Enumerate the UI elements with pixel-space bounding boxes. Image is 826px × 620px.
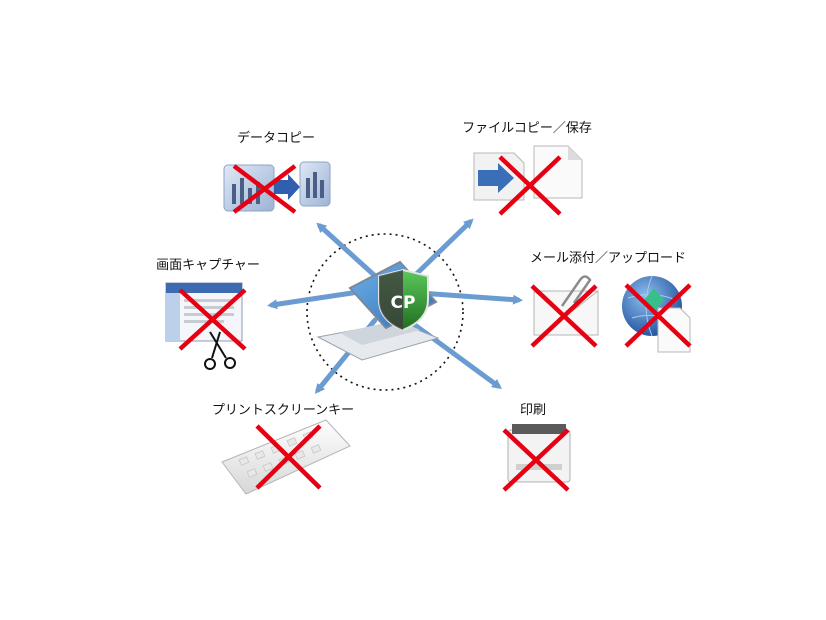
label-print-screen: プリントスクリーンキー — [212, 403, 354, 418]
cross-icon-print-screen — [255, 424, 322, 490]
label-screen-capture: 画面キャプチャー — [156, 258, 260, 273]
mail-attachment-icon — [533, 275, 599, 336]
scissors-icon — [204, 331, 236, 370]
arrow-print — [405, 317, 503, 389]
cross-icon-file-copy — [498, 155, 562, 216]
cross-icon-print — [502, 428, 570, 492]
file-save-icon — [473, 145, 583, 201]
blocked-crosses — [178, 155, 692, 492]
label-mail-upload: メール添付／アップロード — [530, 251, 686, 266]
boundary-circle — [306, 233, 464, 391]
cross-icon-screen-capture — [178, 288, 247, 351]
cross-icon-upload — [624, 283, 692, 348]
label-data-copy: データコピー — [237, 130, 315, 146]
label-file-copy: ファイルコピー／保存 — [462, 121, 592, 136]
label-print: 印刷 — [520, 403, 546, 418]
cross-icon-mail — [530, 284, 598, 348]
arrow-mail-upload — [417, 290, 523, 305]
logo-text: CP — [391, 293, 416, 313]
cp-shield-icon: CP — [378, 268, 429, 332]
printer-icon — [507, 424, 571, 483]
arrows — [267, 218, 523, 394]
cross-icon-data-copy — [232, 164, 297, 214]
